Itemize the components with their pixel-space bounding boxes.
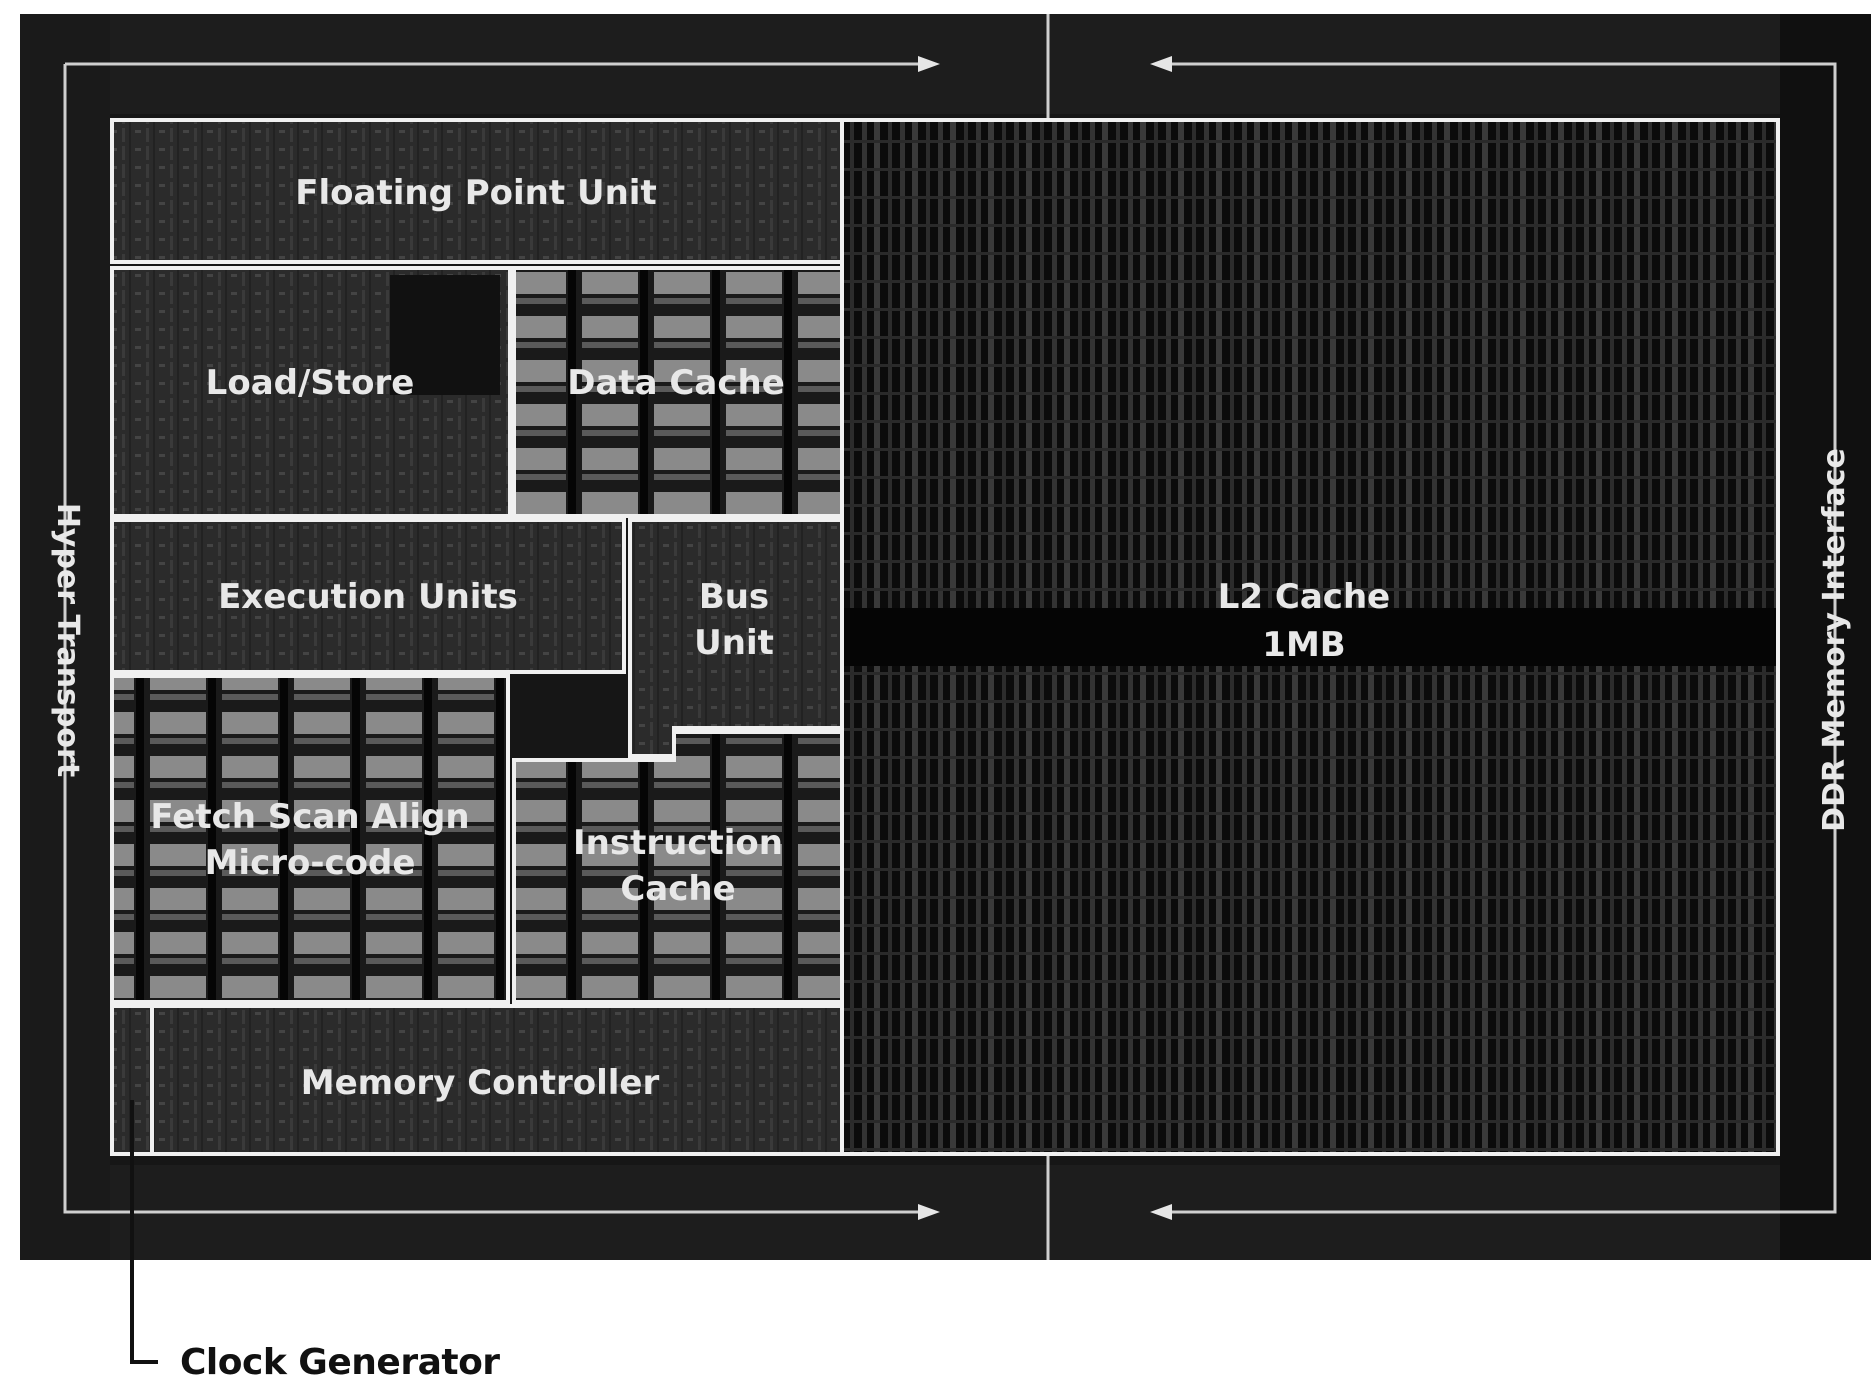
memory-controller-label: Memory Controller [301,1063,660,1103]
fetch-label-2: Micro-code [205,843,416,883]
load-store-label: Load/Store [206,363,415,403]
icache-label-1: Instruction [573,823,783,863]
data-cache-label: Data Cache [567,363,785,403]
l2-cache-label-2: 1MB [1262,625,1345,665]
hyper-transport-label: Hyper Transport [50,503,85,777]
icache-label-2: Cache [620,869,735,909]
bus-unit-label-1: Bus [699,577,769,617]
icache-block [514,732,842,1002]
ddr-memory-interface-label: DDR Memory Interface [1817,448,1852,832]
bus-unit-label-2: Unit [694,623,774,663]
execution-units-label: Execution Units [218,577,518,617]
fetch-label-1: Fetch Scan Align [150,797,469,837]
fetch-block [112,676,508,1002]
clock-generator-label: Clock Generator [180,1342,500,1380]
l2-cache-label-1: L2 Cache [1218,577,1390,617]
fpu-label: Floating Point Unit [295,173,656,213]
